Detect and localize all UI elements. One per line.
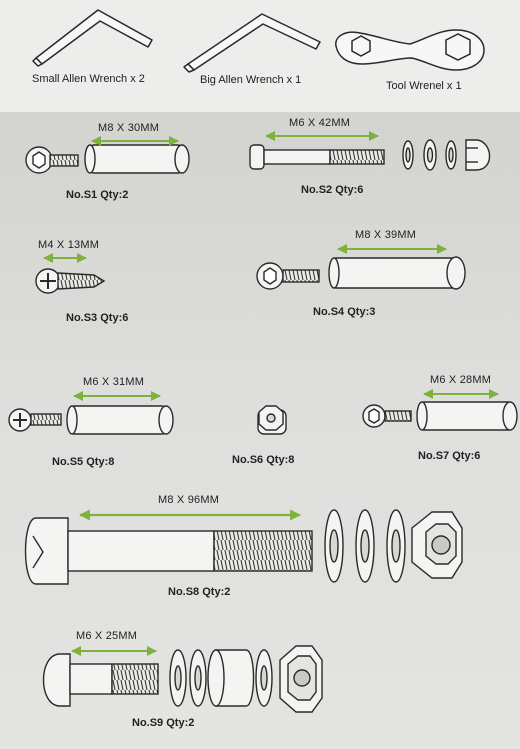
part-s7-code: No.S7 Qty:6	[418, 450, 481, 462]
small-allen-wrench-icon	[32, 9, 153, 67]
part-s7-size: M6 X 28MM	[430, 374, 492, 386]
part-s6-code: No.S6 Qty:8	[232, 454, 295, 466]
part-s3-size: M4 X 13MM	[38, 239, 100, 251]
part-s9-drawing	[42, 645, 323, 713]
part-s4-size: M8 X 39MM	[355, 229, 417, 241]
part-s1-code: No.S1 Qty:2	[66, 189, 129, 201]
part-s4-code: No.S4 Qty:3	[313, 306, 376, 318]
part-s2-size: M6 X 42MM	[289, 117, 351, 129]
part-s7-drawing	[362, 389, 518, 431]
part-s3-drawing	[35, 253, 106, 294]
part-s2-drawing	[249, 131, 491, 171]
small-allen-wrench-label: Small Allen Wrench x 2	[32, 73, 145, 85]
tool-wrench-label: Tool Wrenel x 1	[386, 80, 462, 92]
part-s2-code: No.S2 Qty:6	[301, 184, 364, 196]
part-s8-drawing	[24, 509, 463, 585]
part-s3-code: No.S3 Qty:6	[66, 312, 129, 324]
part-s5-size: M6 X 31MM	[83, 376, 145, 388]
part-s9-code: No.S9 Qty:2	[132, 717, 195, 729]
part-s6-drawing	[257, 405, 287, 435]
part-s1-size: M8 X 30MM	[98, 122, 160, 134]
big-allen-wrench-label: Big Allen Wrench x 1	[200, 74, 302, 86]
part-s1-drawing	[25, 136, 190, 174]
part-s9-size: M6 X 25MM	[76, 630, 138, 642]
big-allen-wrench-icon	[183, 13, 321, 73]
tool-wrench-icon	[335, 29, 485, 71]
part-s8-code: No.S8 Qty:2	[168, 586, 231, 598]
part-s5-code: No.S5 Qty:8	[52, 456, 115, 468]
part-s5-drawing	[8, 391, 174, 435]
part-s8-size: M8 X 96MM	[158, 494, 220, 506]
part-s4-drawing	[256, 244, 466, 290]
